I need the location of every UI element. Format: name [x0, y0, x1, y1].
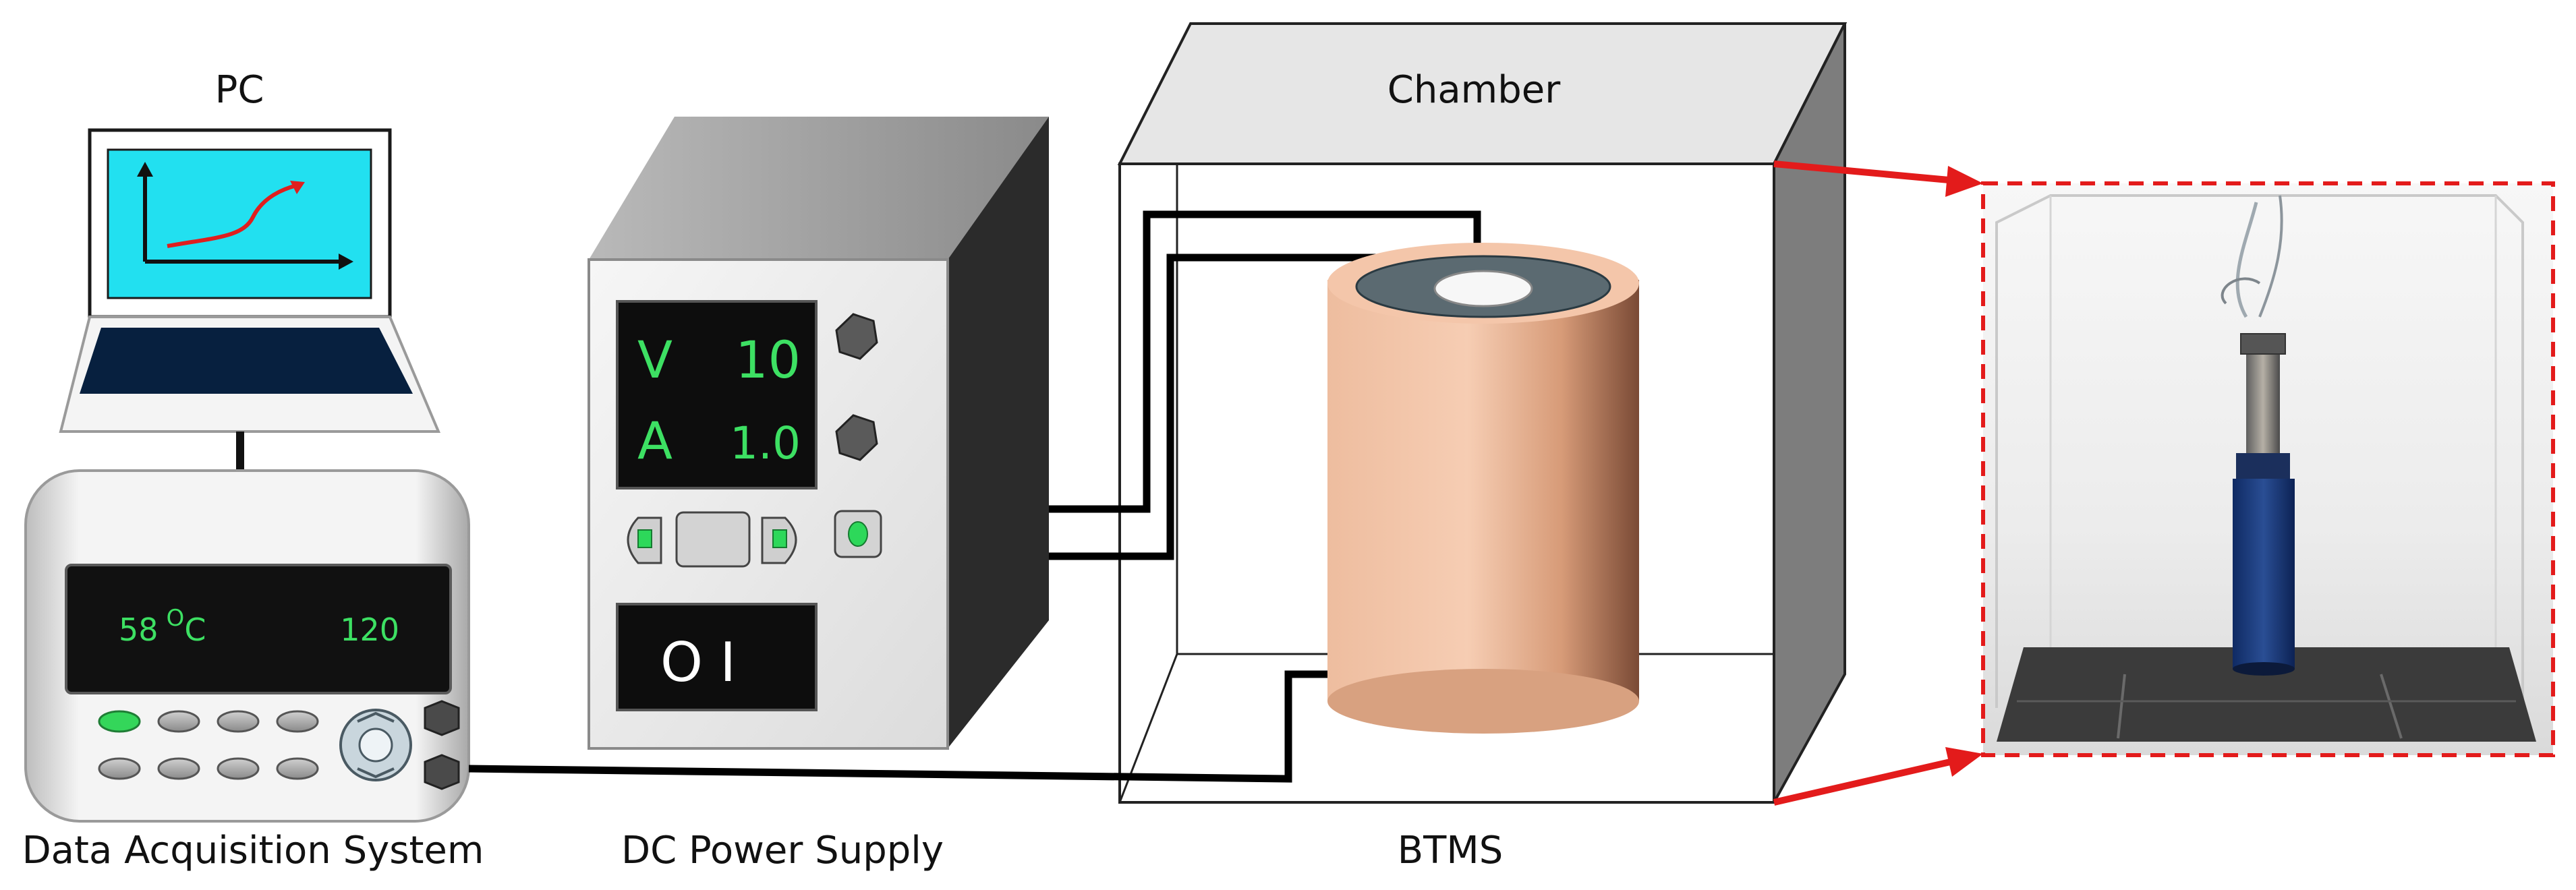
- psu-current-symbol: A: [637, 411, 672, 471]
- daq-button[interactable]: [217, 757, 260, 780]
- psu-display: [616, 300, 818, 489]
- daq-button[interactable]: [157, 757, 200, 780]
- laptop-keyboard: [80, 328, 413, 394]
- photo-box-edges: [1995, 194, 2524, 708]
- daq-button[interactable]: [276, 757, 319, 780]
- psu-voltage-value: 10: [735, 330, 801, 390]
- chamber-front-edge: [1118, 162, 1775, 804]
- psu-knob-current[interactable]: [835, 414, 878, 461]
- psu-button-center[interactable]: [675, 511, 751, 568]
- callout-arrow-bottom: [1945, 747, 1983, 777]
- psu-power-led: [848, 521, 868, 547]
- dc-power-supply-device: V 10 A 1.0 O I: [588, 117, 1049, 750]
- graph-icon: [137, 162, 353, 270]
- psu-switch-panel[interactable]: [616, 603, 818, 711]
- psu-led-left: [637, 529, 652, 548]
- pc-laptop: [59, 128, 441, 433]
- psu-top: [589, 117, 1049, 260]
- daq-button-power[interactable]: [98, 710, 141, 733]
- photo-cell: [2233, 479, 2295, 669]
- daq-button[interactable]: [98, 757, 141, 780]
- btms-cell: [1327, 243, 1639, 734]
- setup-photo: [1981, 181, 2555, 757]
- photo-wire: [2235, 202, 2258, 318]
- callout-arrows: [1773, 160, 1983, 806]
- cell-terminal: [1433, 270, 1533, 307]
- photo-heater: [2246, 340, 2280, 455]
- callout-arrow-top: [1945, 166, 1983, 197]
- cell-body: [1327, 280, 1639, 701]
- daq-button[interactable]: [217, 710, 260, 733]
- daq-hex-button[interactable]: [424, 754, 460, 790]
- chamber-side: [1773, 23, 1846, 803]
- daq-hex-button[interactable]: [424, 700, 460, 736]
- daq-label: Data Acquisition System: [22, 829, 484, 872]
- photo-base-plate: [1997, 647, 2536, 742]
- cell-bottom: [1327, 669, 1639, 734]
- psu-led-right: [772, 529, 787, 548]
- chamber-label: Chamber: [1387, 68, 1561, 112]
- psu-side: [948, 117, 1049, 748]
- psu-voltage-symbol: V: [637, 330, 672, 390]
- photo-callout-frame: [1981, 181, 2555, 757]
- daq-button[interactable]: [276, 710, 319, 733]
- daq-display: [65, 564, 452, 694]
- daq-reading: 120: [340, 612, 399, 648]
- pc-label: PC: [215, 68, 264, 112]
- btms-label: BTMS: [1398, 829, 1504, 872]
- dc-power-supply-label: DC Power Supply: [621, 829, 944, 872]
- thermocouple-wire: [468, 670, 1342, 783]
- psu-switch-label: O I: [660, 631, 736, 694]
- psu-knob-voltage[interactable]: [835, 313, 878, 360]
- daq-dpad[interactable]: [339, 709, 412, 781]
- pc-daq-cable: [236, 432, 244, 472]
- daq-button[interactable]: [157, 710, 200, 733]
- psu-current-value: 1.0: [730, 417, 801, 469]
